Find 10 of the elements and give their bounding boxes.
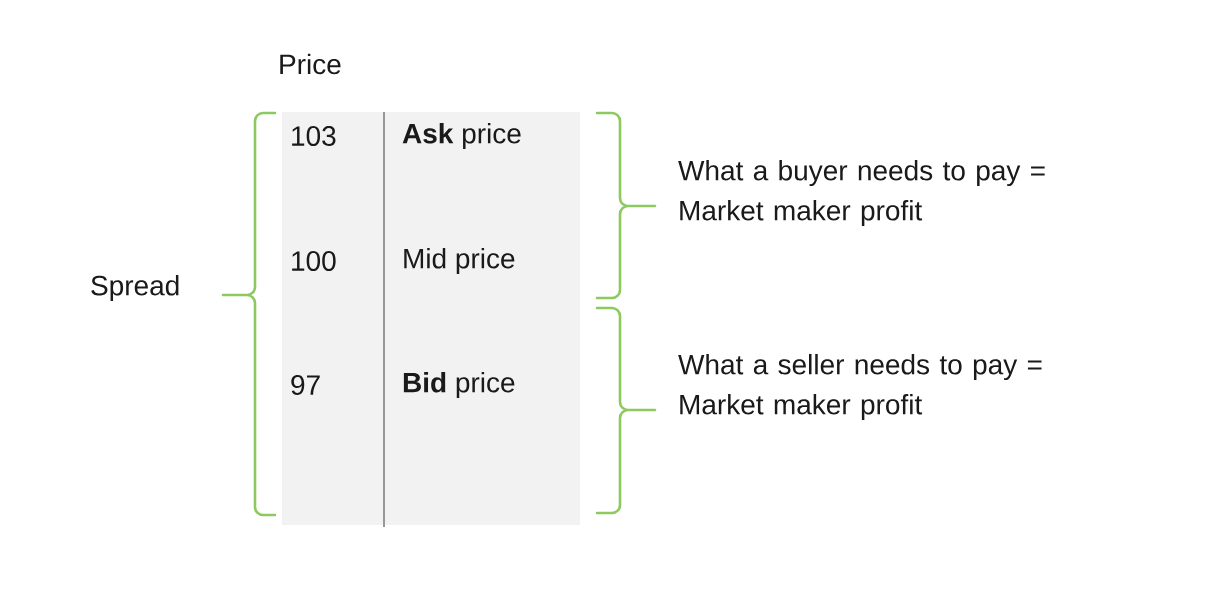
brace-label: What a seller needs to pay = Market maker profit bbox=[678, 353, 1042, 421]
brace-label: What a buyer needs to pay = Market maker profit bbox=[678, 159, 1045, 227]
price-value: 97 bbox=[291, 375, 320, 395]
price-value: 100 bbox=[292, 251, 336, 271]
brace-label: Spread bbox=[91, 274, 179, 302]
price-label: Mid price bbox=[404, 247, 515, 275]
price-value: 103 bbox=[292, 126, 336, 146]
price-label: Ask price bbox=[402, 122, 521, 150]
column-heading: Price bbox=[280, 53, 341, 75]
price-label: Bid price bbox=[403, 371, 515, 399]
